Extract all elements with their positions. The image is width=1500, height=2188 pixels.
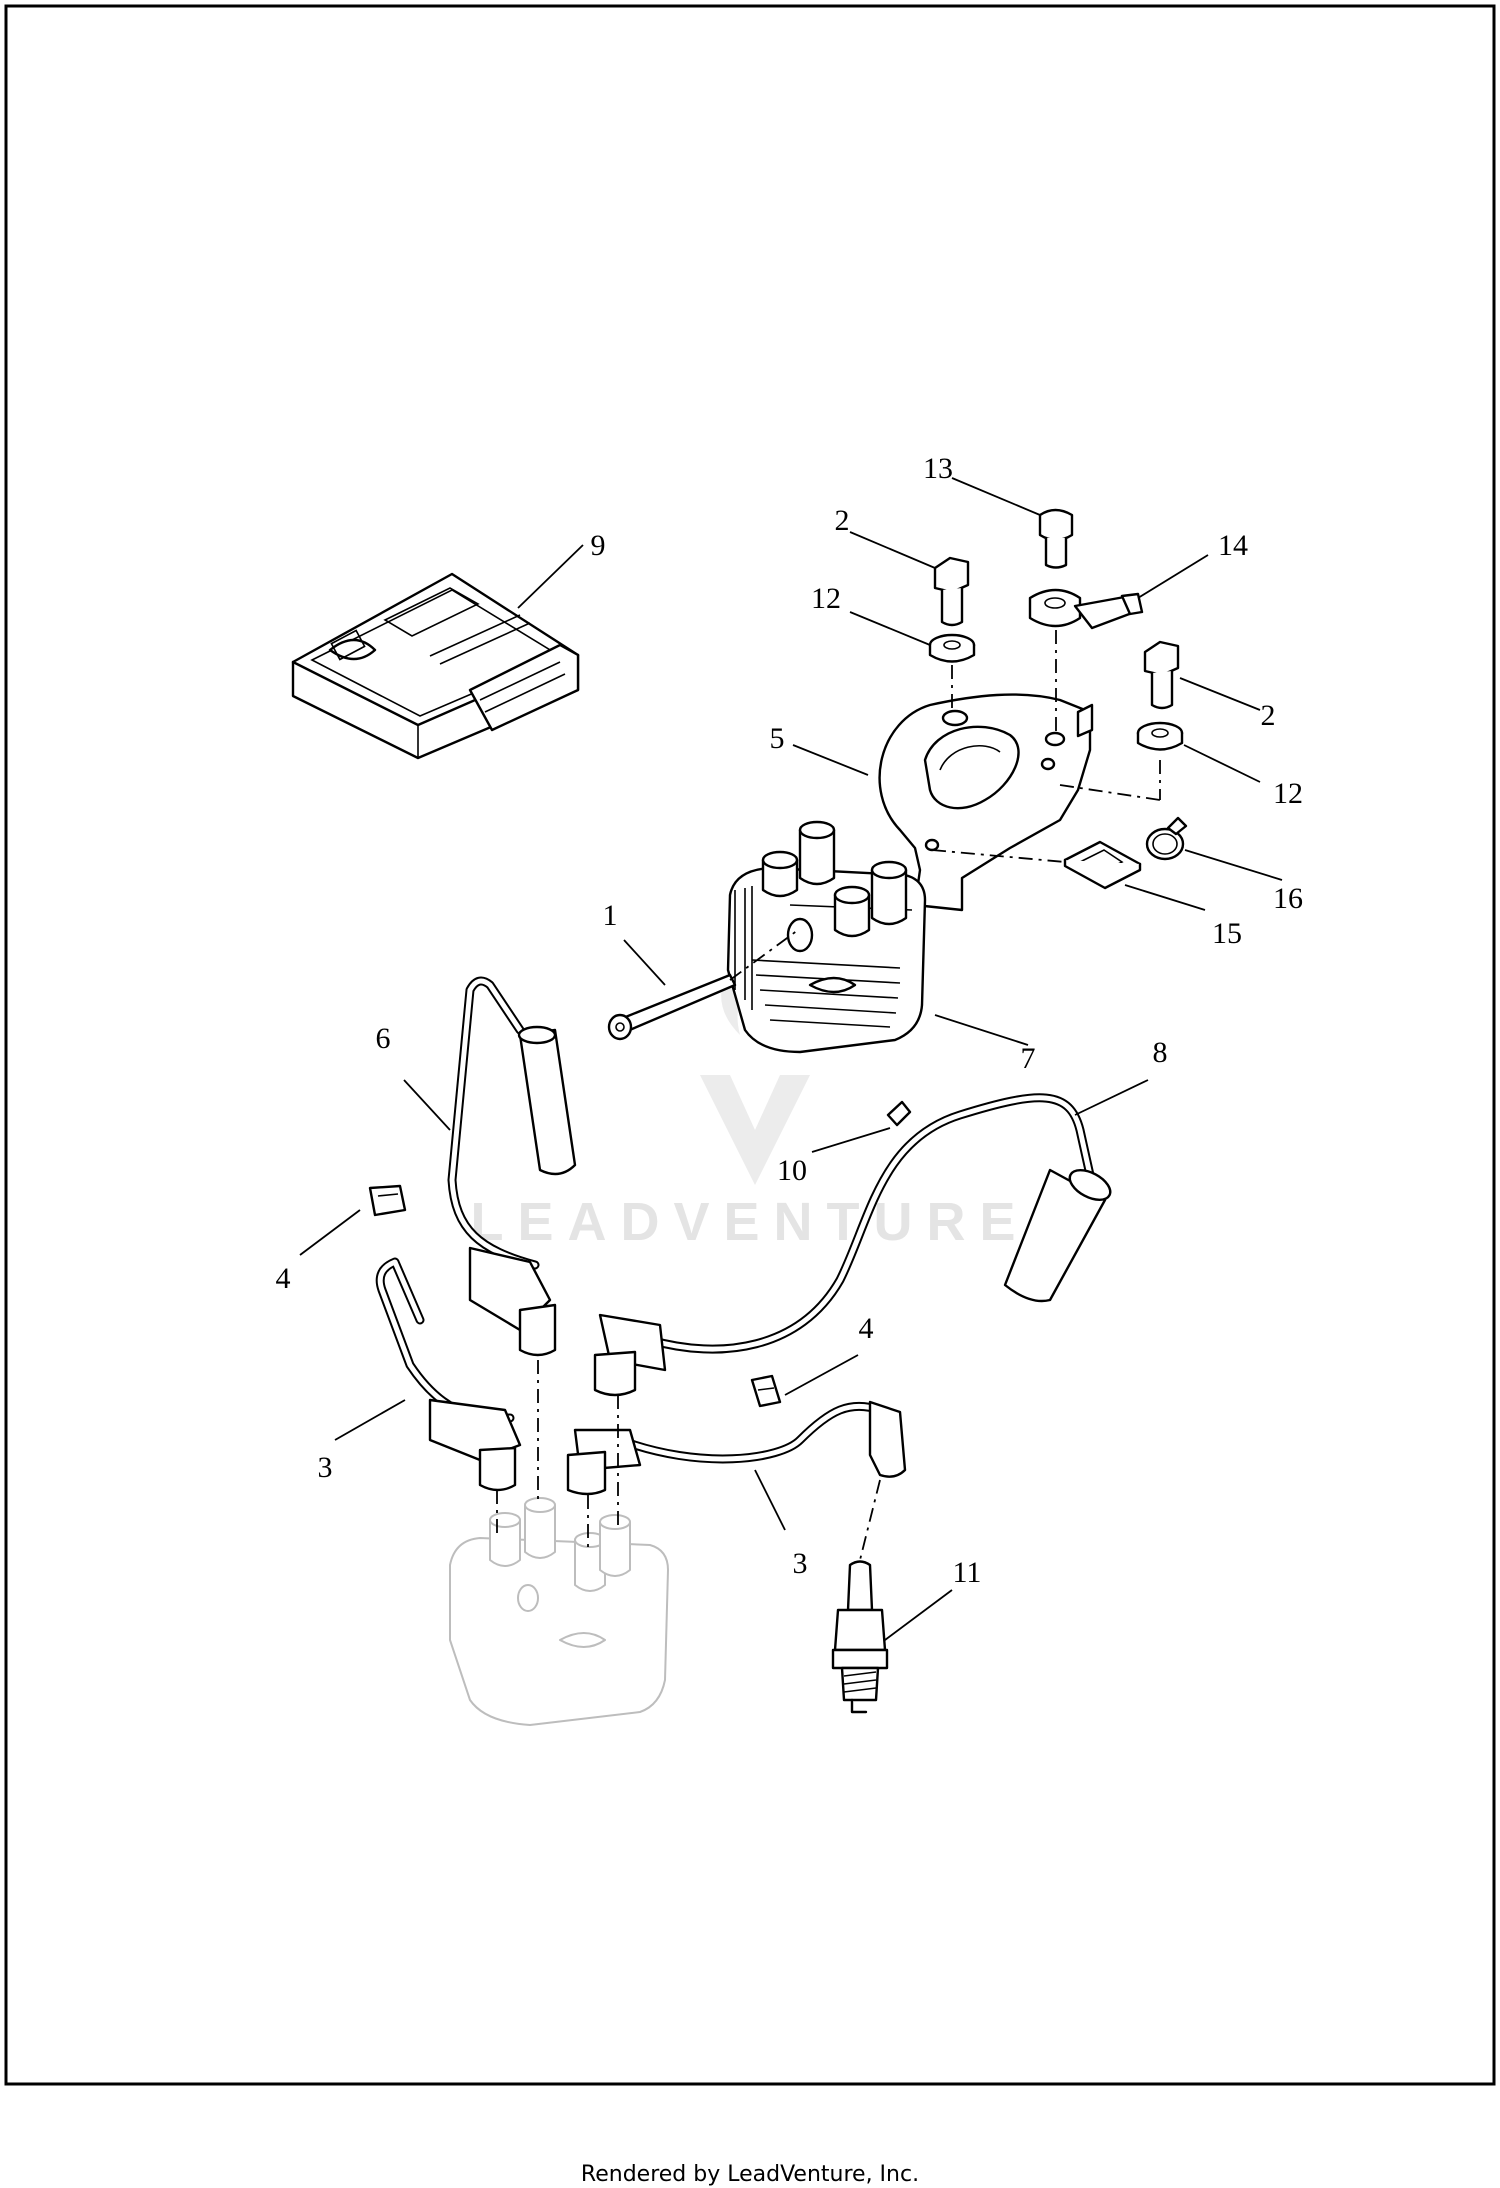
assembly-lines: [496, 630, 1161, 1561]
ecm-module: [291, 572, 580, 760]
mounting-bolt: [607, 973, 737, 1041]
screw: [1038, 508, 1074, 569]
bolt-upper: [933, 556, 970, 627]
callout-9: 9: [591, 529, 606, 562]
callout-2-upper: 2: [835, 504, 850, 537]
watermark-text: LEADVENTURE: [470, 1192, 1029, 1252]
callout-3-right: 3: [793, 1547, 808, 1580]
washer-right: [1136, 721, 1184, 751]
callouts: 9 13 2 14 12 2 5 12 16 15 1 7 6 8 10 4 4…: [276, 452, 1304, 1589]
ghost-coil: [449, 1497, 669, 1726]
callout-10: 10: [777, 1154, 807, 1187]
callout-12-upper: 12: [811, 582, 841, 615]
wire-clip-right: [750, 1374, 782, 1408]
plug-wire-8: [593, 1093, 1112, 1397]
hose-clamp: [1145, 816, 1188, 861]
callout-4-right: 4: [859, 1312, 874, 1345]
callout-8: 8: [1153, 1036, 1168, 1069]
callout-3-left: 3: [318, 1451, 333, 1484]
leader-lines: [299, 477, 1283, 1641]
spark-plug: [831, 1560, 889, 1714]
coil-towers: [761, 820, 908, 938]
bolt-right: [1143, 640, 1180, 710]
callout-12-right: 12: [1273, 777, 1303, 810]
watermark: LEADVENTURE: [470, 945, 1029, 1252]
cable-clip: [1063, 840, 1142, 890]
callout-6: 6: [376, 1022, 391, 1055]
callout-15: 15: [1212, 917, 1242, 950]
callout-7: 7: [1021, 1042, 1036, 1075]
footer-credit: Rendered by LeadVenture, Inc.: [580, 2162, 920, 2187]
ignition-coil: [726, 820, 927, 1054]
callout-5: 5: [770, 722, 785, 755]
position-sensor: [1028, 588, 1144, 630]
plug-wire-3-right: [566, 1400, 907, 1496]
diagram-frame: [4, 4, 1496, 2086]
plug-wire-3-left: [375, 1257, 522, 1492]
callout-4-left: 4: [276, 1262, 291, 1295]
washer-upper: [928, 633, 976, 663]
callout-16: 16: [1273, 882, 1303, 915]
callout-13: 13: [923, 452, 953, 485]
wire-clip-left: [368, 1184, 407, 1217]
callout-2-right: 2: [1261, 699, 1276, 732]
callout-1: 1: [603, 899, 618, 932]
plug-wire-6: [447, 976, 577, 1357]
callout-14: 14: [1218, 529, 1248, 562]
coil-bracket: [878, 693, 1094, 912]
callout-11: 11: [953, 1556, 982, 1589]
